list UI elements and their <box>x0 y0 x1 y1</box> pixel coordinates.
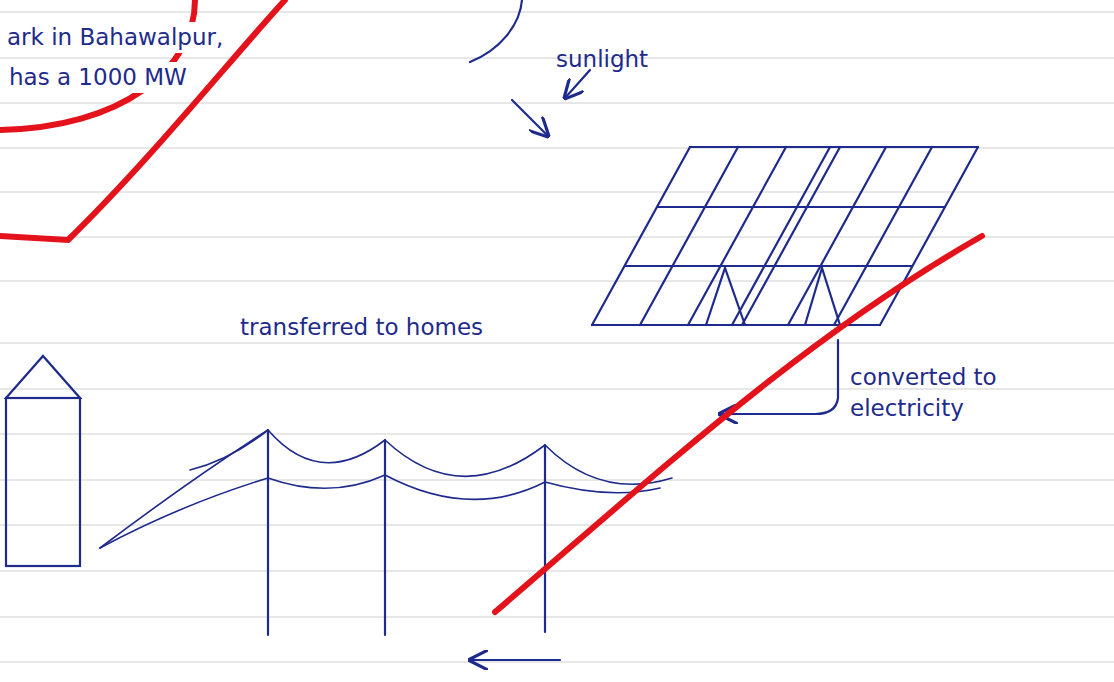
flow-arrow <box>470 659 560 661</box>
handwritten-note: transferred to homes <box>240 312 483 343</box>
handwritten-note: sunlight <box>556 44 648 75</box>
red-marks <box>0 0 982 612</box>
house <box>6 356 80 566</box>
handwritten-note: ark in Bahawalpur, <box>4 22 226 53</box>
ruled-lines <box>0 12 1114 662</box>
handwritten-note: converted to electricity <box>850 362 1010 424</box>
sun-ray-arrow <box>512 100 548 136</box>
sun-arc <box>470 0 522 62</box>
sunlight-arrow <box>565 70 590 98</box>
handwritten-note: has a 1000 MW <box>6 62 190 93</box>
solar-panel <box>592 147 978 325</box>
